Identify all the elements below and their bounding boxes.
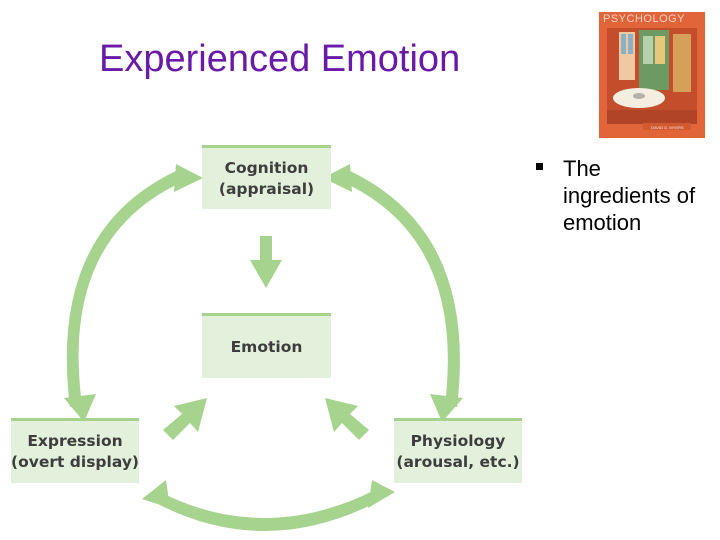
arrowhead-bottom-right [368, 480, 395, 508]
node-physiology: Physiology (arousal, etc.) [394, 418, 522, 483]
arc-expression-to-physiology [156, 490, 379, 532]
book-cover-art [599, 12, 705, 138]
arrowhead-cognition-to-emotion [250, 260, 282, 288]
node-cognition: Cognition (appraisal) [202, 145, 331, 209]
node-physiology-label: Physiology [410, 432, 506, 450]
arc-cognition-to-expression [66, 171, 180, 407]
arrow-expression-to-emotion [163, 398, 207, 440]
arc-physiology-to-cognition [345, 171, 460, 407]
arrowhead-right-arc-bottom [430, 394, 463, 422]
node-expression-sublabel: (overt display) [11, 453, 140, 471]
book-cover-image: PSYCHOLOGY DAVID G. MYERS [599, 12, 705, 138]
arrowhead-left-arc-top [174, 164, 203, 192]
node-cognition-label: Cognition [224, 158, 309, 177]
arrowhead-cognition-to-expression [64, 394, 96, 422]
slide-title: Experienced Emotion [99, 38, 461, 80]
bullet-item-text: The ingredients of emotion [563, 156, 696, 235]
node-emotion-label: Emotion [230, 337, 303, 356]
book-cover-title: PSYCHOLOGY [603, 13, 686, 25]
node-expression-label: Expression [27, 432, 123, 450]
arrow-shaft-cognition-to-emotion [260, 236, 272, 262]
node-expression: Expression (overt display) [11, 418, 139, 483]
node-physiology-sublabel: (arousal, etc.) [396, 453, 520, 471]
node-emotion: Emotion [202, 313, 331, 378]
arrowhead-bottom-left [142, 480, 170, 508]
node-cognition-sublabel: (appraisal) [218, 179, 315, 198]
arrowhead-physiology-to-cognition [323, 164, 352, 192]
arrow-physiology-to-emotion [325, 398, 369, 440]
square-bullet-icon [536, 163, 543, 170]
book-cover-author: DAVID G. MYERS [651, 125, 684, 130]
